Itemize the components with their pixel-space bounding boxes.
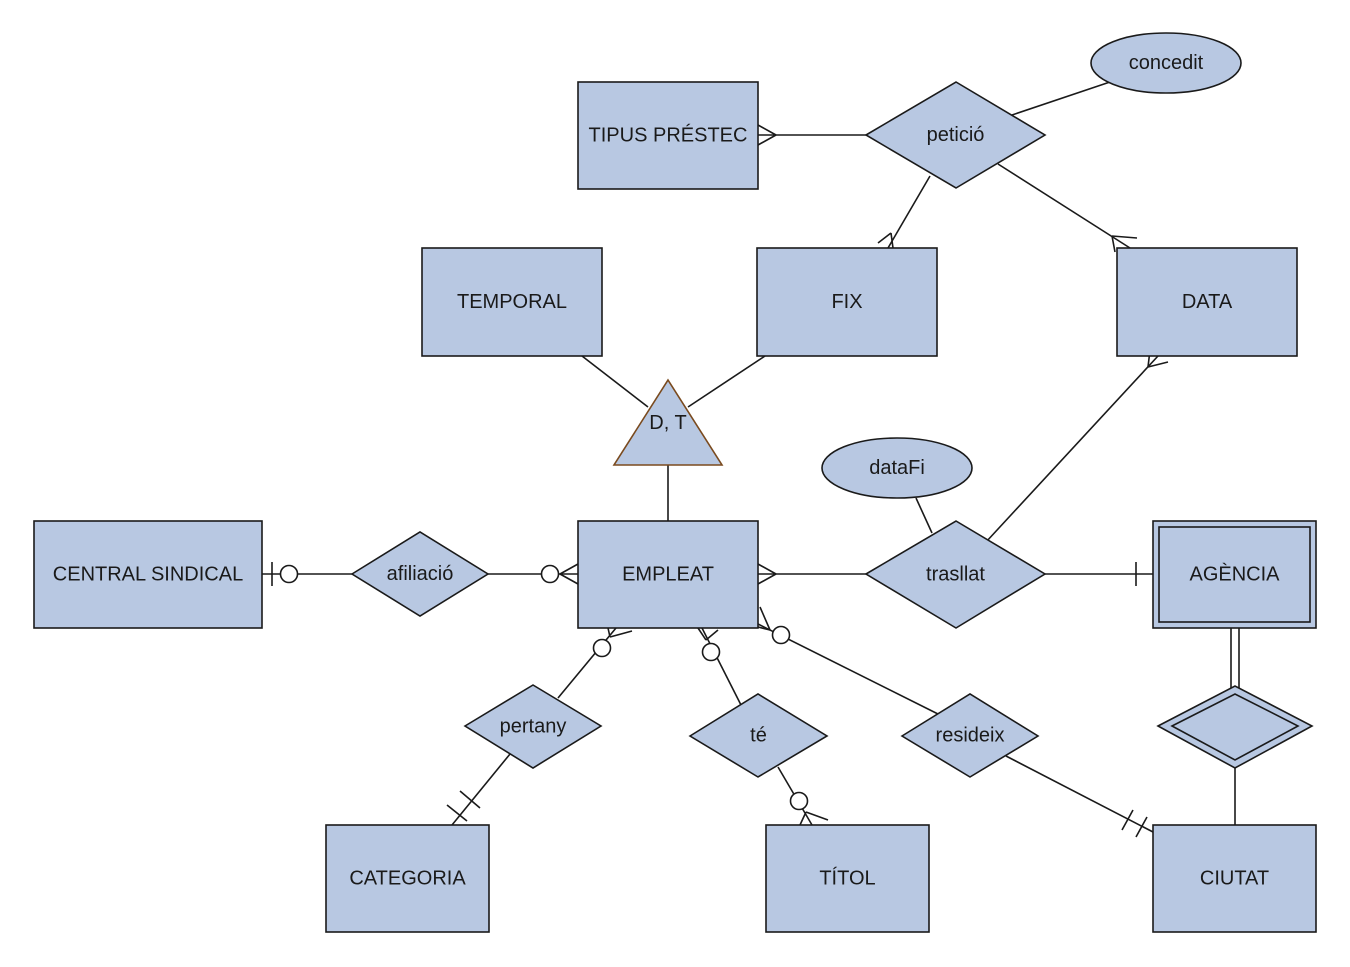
line-peticio-data bbox=[997, 163, 1131, 249]
attribute-datafi: dataFi bbox=[821, 437, 973, 499]
circle-titol-te bbox=[789, 791, 809, 811]
attribute-datafi-label: dataFi bbox=[869, 457, 925, 479]
crowfoot-data-peticio bbox=[1111, 235, 1138, 253]
line-empleat-te bbox=[701, 627, 742, 706]
relationship-trasllat-label: trasllat bbox=[926, 564, 985, 586]
line-empleat-pertany bbox=[557, 627, 617, 699]
entity-central-sindical-label: CENTRAL SINDICAL bbox=[53, 564, 243, 586]
relationship-afiliacio-label: afiliació bbox=[387, 563, 454, 585]
crowfoot-fix-peticio bbox=[877, 232, 894, 249]
entity-temporal-label: TEMPORAL bbox=[457, 291, 567, 313]
cardinality-markers bbox=[271, 124, 1169, 838]
line-resideix-ciutat bbox=[1005, 755, 1154, 833]
entity-titol-label: TÍTOL bbox=[819, 867, 875, 890]
relationship-peticio: petició bbox=[864, 81, 1047, 189]
line-pertany-categoria bbox=[451, 753, 511, 826]
entity-empleat-label: EMPLEAT bbox=[622, 564, 714, 586]
connectors bbox=[262, 81, 1240, 833]
relationship-agencia-ciutat-weak bbox=[1156, 685, 1314, 769]
specialization-triangle: D, T bbox=[612, 378, 724, 466]
bar1-categoria bbox=[446, 804, 468, 822]
relationship-resideix: resideix bbox=[900, 693, 1040, 778]
entity-agencia: AGÈNCIA bbox=[1152, 520, 1317, 629]
entity-ciutat: CIUTAT bbox=[1152, 824, 1317, 933]
entity-empleat: EMPLEAT bbox=[577, 520, 759, 629]
crowfoot-tipus-peticio bbox=[757, 124, 777, 146]
line-temporal-spec bbox=[581, 355, 649, 408]
entity-central-sindical: CENTRAL SINDICAL bbox=[33, 520, 263, 629]
entity-data: DATA bbox=[1116, 247, 1298, 357]
crowfoot-empleat-trasllat bbox=[757, 563, 777, 585]
relationship-peticio-label: petició bbox=[927, 124, 985, 146]
entity-temporal: TEMPORAL bbox=[421, 247, 603, 357]
crowfoot-titol-te bbox=[799, 811, 829, 826]
attribute-concedit-label: concedit bbox=[1129, 52, 1204, 74]
entity-titol: TÍTOL bbox=[765, 824, 930, 933]
entity-categoria-label: CATEGORIA bbox=[349, 868, 466, 890]
entity-tipus-prestec-label: TIPUS PRÉSTEC bbox=[589, 124, 748, 147]
relationship-trasllat: trasllat bbox=[864, 520, 1047, 629]
crowfoot-empleat-resideix bbox=[757, 606, 771, 631]
line-trasllat-datafi bbox=[915, 497, 933, 534]
entity-ciutat-label: CIUTAT bbox=[1200, 868, 1269, 890]
crowfoot-empleat-afiliacio bbox=[559, 563, 579, 585]
bar2-ciutat bbox=[1135, 816, 1148, 838]
relationship-te: té bbox=[688, 693, 829, 778]
circle-central bbox=[279, 564, 299, 584]
specialization-label: D, T bbox=[649, 412, 686, 434]
circle-empleat-pertany bbox=[592, 638, 612, 658]
relationship-afiliacio: afiliació bbox=[350, 531, 490, 617]
bar2-categoria bbox=[459, 790, 481, 809]
circle-empleat-afiliacio bbox=[540, 564, 560, 584]
attribute-concedit: concedit bbox=[1090, 32, 1242, 94]
line-peticio-concedit bbox=[1011, 81, 1111, 116]
bar1-ciutat bbox=[1121, 809, 1134, 831]
relationship-pertany: pertany bbox=[463, 684, 603, 769]
relationship-resideix-label: resideix bbox=[936, 725, 1005, 747]
entity-categoria: CATEGORIA bbox=[325, 824, 490, 933]
entity-data-label: DATA bbox=[1182, 291, 1233, 313]
line-trasllat-data bbox=[985, 355, 1159, 543]
circle-empleat-te bbox=[701, 642, 721, 662]
entity-fix-label: FIX bbox=[831, 291, 862, 313]
entity-agencia-label: AGÈNCIA bbox=[1189, 563, 1280, 586]
line-peticio-fix bbox=[887, 175, 931, 249]
crowfoot-empleat-pertany bbox=[607, 627, 633, 638]
circle-empleat-resideix bbox=[771, 625, 791, 645]
entity-tipus-prestec: TIPUS PRÉSTEC bbox=[577, 81, 759, 190]
relationship-pertany-label: pertany bbox=[500, 716, 567, 738]
line-fix-spec bbox=[687, 355, 766, 408]
relationship-te-label: té bbox=[750, 725, 767, 747]
crowfoot-empleat-te bbox=[697, 627, 719, 641]
entity-fix: FIX bbox=[756, 247, 938, 357]
